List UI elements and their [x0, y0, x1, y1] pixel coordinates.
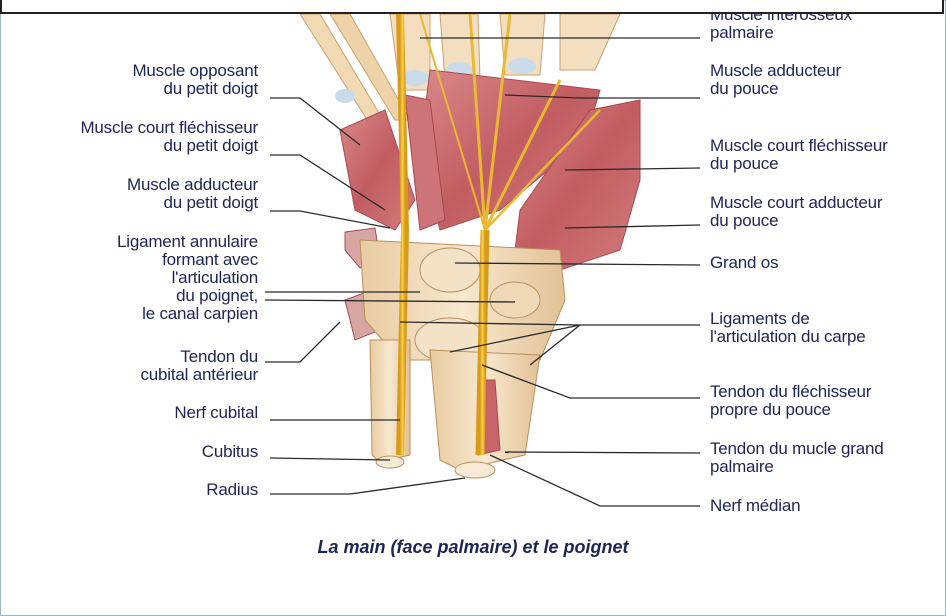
- label-grand-os: Grand os: [710, 254, 940, 272]
- label-muscle-adducteur-pouce: Muscle adducteur du pouce: [710, 62, 940, 98]
- label-nerf-cubital: Nerf cubital: [90, 404, 258, 422]
- label-muscle-court-flechisseur-petit-doigt: Muscle court fléchisseur du petit doigt: [20, 119, 258, 155]
- label-ligaments-carpe: Ligaments de l'articulation du carpe: [710, 310, 942, 346]
- label-tendon-cubital: Tendon du cubital antérieur: [90, 348, 258, 384]
- label-nerf-median: Nerf médian: [710, 497, 942, 515]
- label-ligament-annulaire: Ligament annulaire formant avec l'articu…: [60, 233, 258, 323]
- label-muscle-adducteur-petit-doigt: Muscle adducteur du petit doigt: [70, 176, 258, 212]
- top-border-bar: [0, 0, 944, 14]
- label-tendon-flechisseur-pouce: Tendon du fléchisseur propre du pouce: [710, 383, 942, 419]
- label-muscle-opposant: Muscle opposant du petit doigt: [90, 62, 258, 98]
- forearm-bones: [370, 340, 540, 478]
- figure-caption: La main (face palmaire) et le poignet: [0, 537, 946, 558]
- label-muscle-court-adducteur-pouce: Muscle court adducteur du pouce: [710, 194, 942, 230]
- label-cubitus: Cubitus: [90, 443, 258, 461]
- label-muscle-court-flechisseur-pouce: Muscle court fléchisseur du pouce: [710, 137, 942, 173]
- label-tendon-grand-palmaire: Tendon du mucle grand palmaire: [710, 440, 942, 476]
- label-radius: Radius: [90, 481, 258, 499]
